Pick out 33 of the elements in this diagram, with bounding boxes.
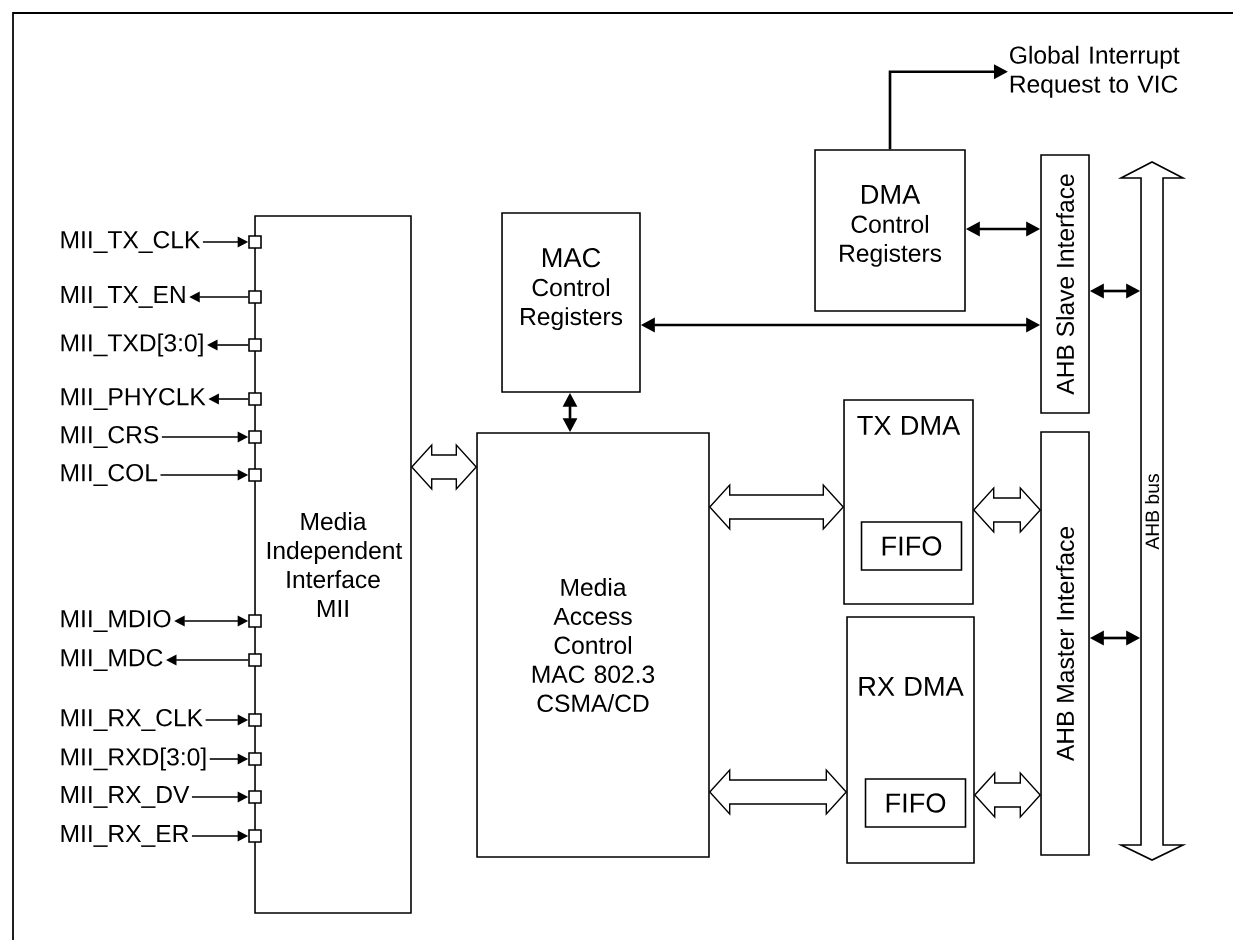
pin-label: MII_RXD[3:0] <box>61 747 206 771</box>
pin-label: MII_TX_CLK <box>61 230 201 253</box>
pin-square <box>248 829 262 843</box>
pin-square <box>248 614 262 628</box>
pin-square <box>248 468 262 482</box>
pin-square <box>248 713 262 727</box>
pin-label: MII_COL <box>61 463 158 487</box>
pin-square <box>248 653 262 667</box>
pin-label: MII_TX_EN <box>61 286 185 308</box>
block-box: DMA Control Registers <box>814 149 966 312</box>
pin-square <box>248 392 262 406</box>
pin-label: MII_TXD[3:0] <box>61 333 203 357</box>
pin-label: MII_PHYCLK <box>61 387 206 411</box>
pin-label: MII_MDC <box>61 648 163 672</box>
pin-square <box>248 338 262 352</box>
pin-square <box>248 290 262 304</box>
pin-label: MII_RX_DV <box>61 786 190 808</box>
pin-label: MII_RX_CLK <box>61 708 203 732</box>
block-box: Media Independent Interface MII <box>254 215 412 914</box>
pin-label: MII_MDIO <box>61 609 171 633</box>
pin-square <box>248 430 262 444</box>
block-box: Media Access Control MAC 802.3 CSMA/CD <box>476 432 710 858</box>
block-box: MAC Control Registers <box>501 212 641 393</box>
signal-label: Global Interrupt Request to VIC <box>1010 45 1180 98</box>
pin-square <box>248 235 262 249</box>
block-box: FIFO <box>860 521 963 571</box>
pin-square <box>248 752 262 766</box>
block-box: FIFO <box>864 778 967 828</box>
pin-label: MII_RX_ER <box>61 825 189 847</box>
pin-square <box>248 790 262 804</box>
pin-label: MII_CRS <box>61 425 159 449</box>
interface-bar: AHB Slave Interface <box>1040 154 1090 414</box>
interface-bar: AHB Master Interface <box>1040 431 1090 856</box>
